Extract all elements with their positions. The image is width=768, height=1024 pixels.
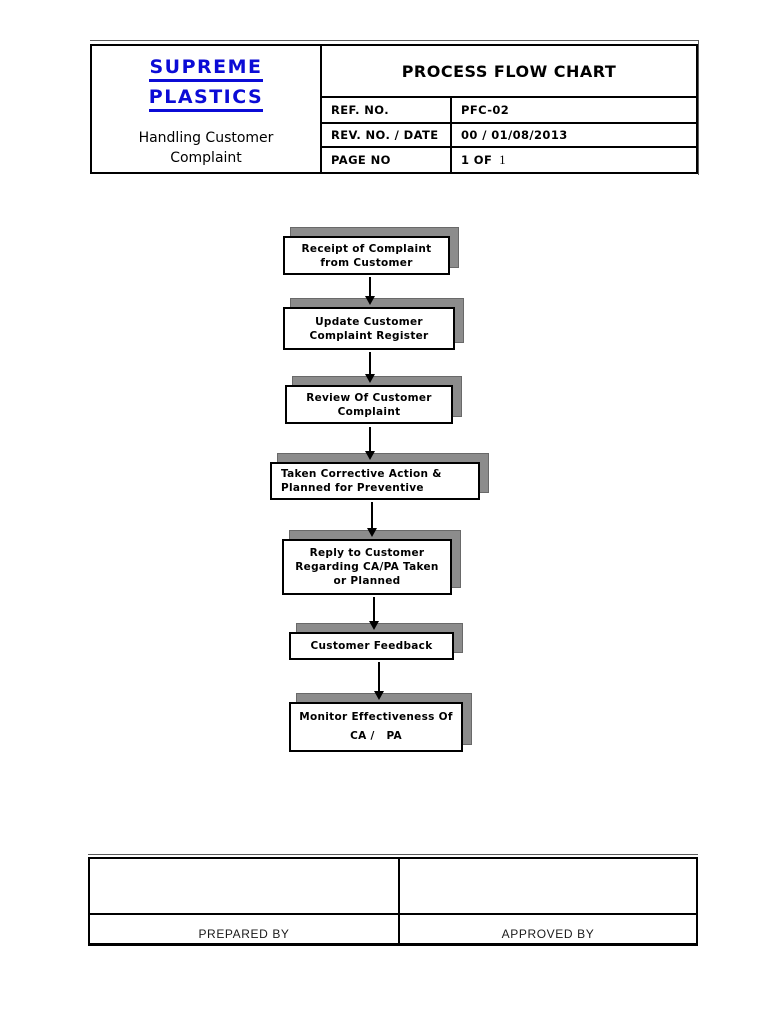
approved-by-label: APPROVED BY: [398, 913, 696, 943]
page-no-value-main: 1 OF: [461, 153, 493, 167]
footer-table: PREPARED BY APPROVED BY: [88, 857, 698, 946]
ref-no-value: PFC-02: [450, 98, 696, 124]
flow-node-receipt-of-complaint: Receipt of Complaint from Customer: [283, 236, 450, 275]
page-no-value: 1 OF 1: [450, 148, 696, 172]
flow-node-label: Customer Feedback: [310, 640, 433, 652]
flow-node-label: Monitor Effectiveness Of CA / PA: [299, 711, 453, 742]
prepared-by-signature-area: [90, 859, 398, 913]
arrow-line: [369, 277, 371, 296]
arrow-line: [373, 597, 375, 621]
arrow-head: [365, 374, 375, 383]
flow-node-label: Receipt of Complaint from Customer: [301, 242, 432, 269]
company-name-line-2: PLASTICS: [148, 87, 264, 112]
flow-node-customer-feedback: Customer Feedback: [289, 632, 454, 660]
prepared-by-label: PREPARED BY: [90, 913, 398, 943]
arrow-line: [371, 502, 373, 528]
flow-node-label: Reply to Customer Regarding CA/PA Taken …: [295, 547, 439, 587]
arrow-head: [365, 296, 375, 305]
arrow-head: [369, 621, 379, 630]
flow-arrow-down-icon: [365, 352, 375, 383]
flow-arrow-down-icon: [369, 597, 379, 630]
arrow-head: [374, 691, 384, 700]
flow-node-monitor-effectiveness: Monitor Effectiveness Of CA / PA: [289, 702, 463, 752]
flow-arrow-down-icon: [365, 277, 375, 305]
arrow-line: [378, 662, 380, 691]
header-table-outer-rule-right: [698, 40, 699, 175]
company-name-line-1: SUPREME: [149, 57, 263, 82]
ref-no-label: REF. NO.: [322, 98, 450, 124]
rev-no-date-value: 00 / 01/08/2013: [450, 124, 696, 148]
flow-node-label: Review Of Customer Complaint: [306, 391, 432, 418]
approved-by-signature-area: [398, 859, 696, 913]
footer-table-outer-rule: [88, 854, 698, 855]
flow-node-review-of-complaint: Review Of Customer Complaint: [285, 385, 453, 424]
flow-arrow-down-icon: [374, 662, 384, 700]
flow-node-corrective-action: Taken Corrective Action & Planned for Pr…: [270, 462, 480, 500]
flow-node-label: Taken Corrective Action & Planned for Pr…: [281, 468, 442, 494]
flow-arrow-down-icon: [365, 427, 375, 460]
flow-arrow-down-icon: [367, 502, 377, 537]
page-no-label: PAGE NO: [331, 153, 391, 167]
page-no-value-tail: 1: [499, 152, 506, 167]
header-table-outer-rule: [90, 40, 699, 41]
arrow-head: [367, 528, 377, 537]
arrow-line: [369, 427, 371, 451]
flow-node-label: Update Customer Complaint Register: [309, 315, 429, 342]
arrow-head: [365, 451, 375, 460]
company-name: SUPREME PLASTICS: [92, 46, 322, 124]
header-table: SUPREME PLASTICS PROCESS FLOW CHART Hand…: [90, 44, 698, 174]
arrow-line: [369, 352, 371, 374]
document-title: PROCESS FLOW CHART: [322, 46, 696, 98]
document-subject: Handling Customer Complaint: [92, 124, 322, 172]
flow-node-update-complaint-register: Update Customer Complaint Register: [283, 307, 455, 350]
rev-no-date-label: REV. NO. / DATE: [322, 124, 450, 148]
flow-node-reply-to-customer: Reply to Customer Regarding CA/PA Taken …: [282, 539, 452, 595]
